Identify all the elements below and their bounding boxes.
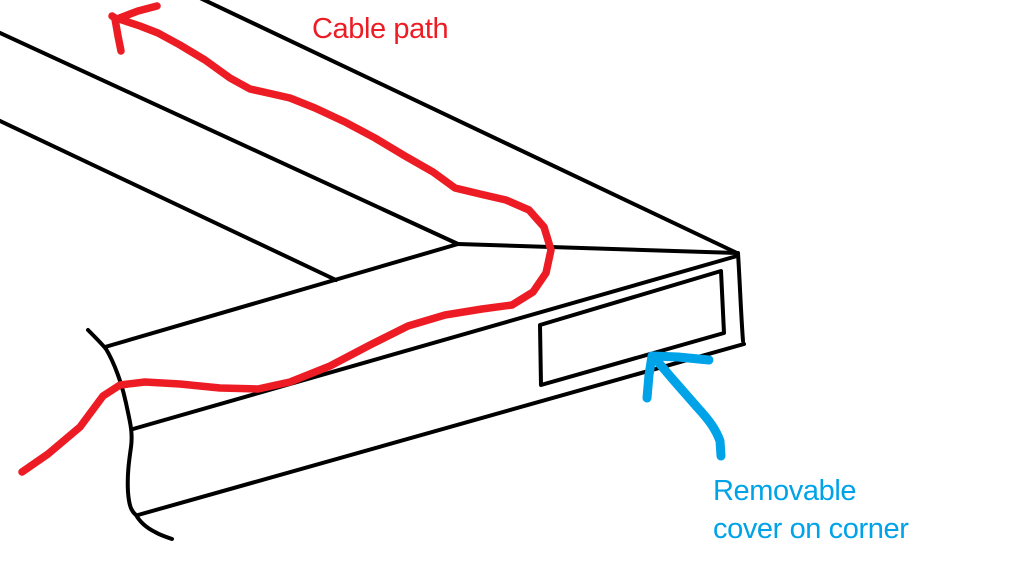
- desk-right-edge-line: [736, 251, 745, 343]
- cable-path-label: Cable path: [312, 13, 449, 45]
- desk-back-edge-left-line: [0, 30, 460, 246]
- cable-arrowhead-down-barb: [111, 15, 125, 55]
- cable-path-arrow: [18, 2, 555, 476]
- cover-arrow-right-barb: [648, 351, 714, 365]
- removable-cover-label: Removable cover on corner: [713, 472, 909, 548]
- cable-arrowhead-tip: [108, 12, 122, 24]
- removable-cover-label-line1: Removable: [713, 475, 857, 507]
- desk-break-squiggle-line: [86, 328, 174, 541]
- desk-back-edge-right-line: [199, 0, 739, 255]
- cable-arrowhead-right-barb: [113, 2, 161, 23]
- cover-arrow-down-barb: [642, 351, 657, 403]
- desk-inner-edge-line: [103, 242, 460, 349]
- desk-front-face-bottom-line: [136, 342, 746, 517]
- desk-outline: [0, 0, 746, 541]
- desk-left-arm-front-edge-line: [0, 118, 338, 282]
- removable-cover-label-line2: cover on corner: [713, 513, 909, 545]
- removable-cover-rectangle: [538, 269, 726, 387]
- desk-front-face-top-line: [131, 254, 739, 431]
- cover-pointer-arrow: [642, 351, 726, 461]
- cover-arrow-shaft: [649, 352, 726, 461]
- cable-path-stroke: [18, 16, 555, 476]
- desk-corner-crease-line: [456, 242, 739, 255]
